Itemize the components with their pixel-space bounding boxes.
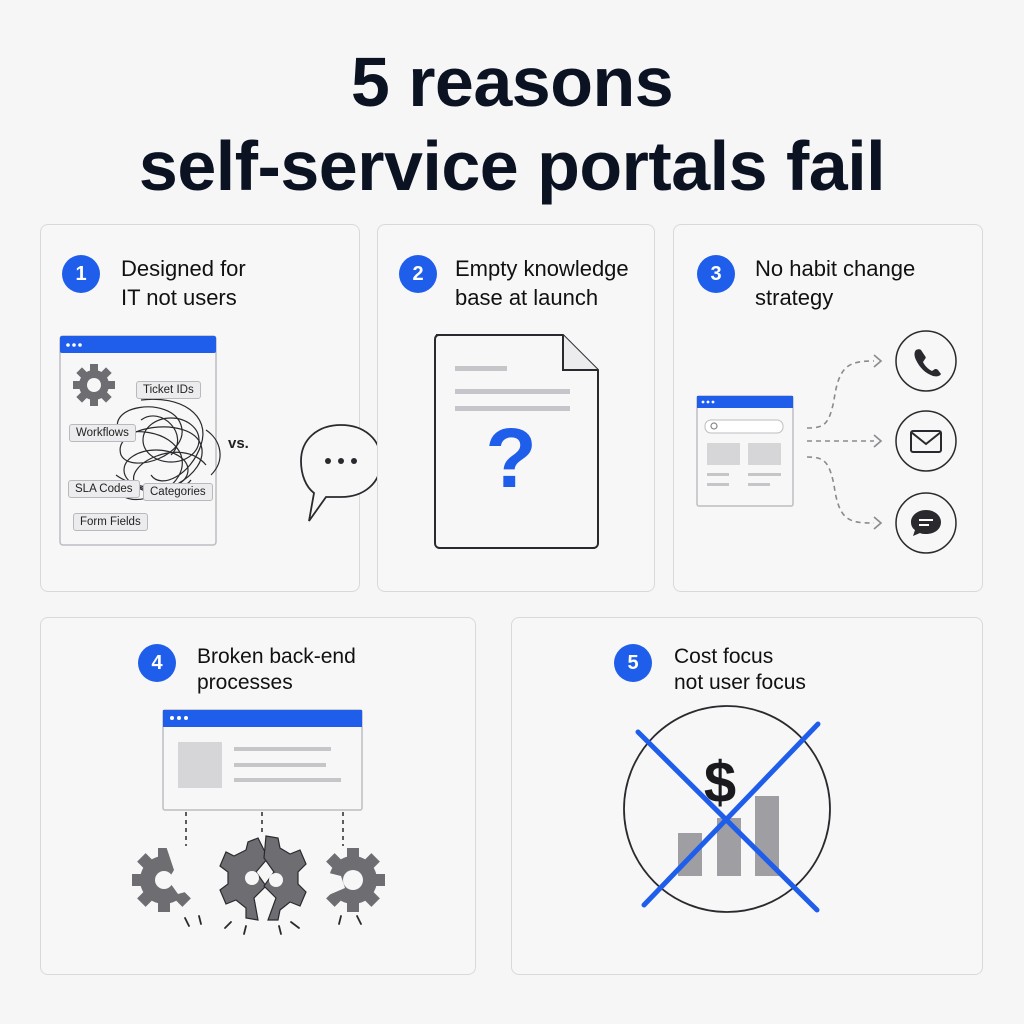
card-1-title-line-1: Designed for bbox=[121, 256, 246, 281]
card-5-title: Cost focus not user focus bbox=[674, 644, 806, 696]
card-4-title-line-1: Broken back-end bbox=[197, 645, 356, 668]
card-3-title-line-1: No habit change bbox=[755, 256, 916, 281]
card-4: 4 Broken back-end processes bbox=[40, 617, 476, 975]
card-1-number: 1 bbox=[62, 255, 100, 293]
card-4-title-line-2: processes bbox=[197, 671, 293, 694]
card-5-number: 5 bbox=[614, 644, 652, 682]
card-2-number: 2 bbox=[399, 255, 437, 293]
title-line-1: 5 reasons bbox=[350, 43, 674, 121]
cross-icon bbox=[635, 721, 821, 913]
tag-form-fields: Form Fields bbox=[73, 513, 148, 531]
card-5-title-line-2: not user focus bbox=[674, 671, 806, 694]
tag-ticket-ids: Ticket IDs bbox=[136, 381, 201, 399]
card-3-title-line-2: strategy bbox=[755, 285, 834, 310]
card-2-title: Empty knowledge base at launch bbox=[455, 254, 629, 312]
phone-icon bbox=[895, 330, 957, 392]
tag-sla-codes: SLA Codes bbox=[68, 480, 140, 498]
comparison-label: vs. bbox=[228, 435, 249, 452]
card-2-title-line-2: base at launch bbox=[455, 285, 599, 310]
cost-focus-illustration: $ bbox=[623, 705, 831, 913]
card-3-number: 3 bbox=[697, 255, 735, 293]
tag-workflows: Workflows bbox=[69, 424, 136, 442]
empty-document-icon: ? bbox=[434, 334, 599, 549]
card-1-title: Designed for IT not users bbox=[121, 254, 246, 312]
card-4-title: Broken back-end processes bbox=[197, 644, 356, 696]
channel-illustration bbox=[696, 330, 957, 554]
card-5-title-line-1: Cost focus bbox=[674, 645, 774, 668]
speech-bubble-icon bbox=[300, 424, 382, 522]
broken-gear-left-icon bbox=[132, 846, 200, 912]
card-2-title-line-1: Empty knowledge bbox=[455, 256, 629, 281]
complex-portal-illustration bbox=[59, 335, 382, 546]
card-1-title-line-2: IT not users bbox=[121, 285, 237, 310]
card-3: 3 No habit change strategy bbox=[673, 224, 983, 592]
broken-gear-center-icon bbox=[219, 835, 307, 921]
tag-categories: Categories bbox=[143, 483, 213, 501]
card-3-title: No habit change strategy bbox=[755, 254, 915, 312]
title-line-2: self-service portals fail bbox=[138, 127, 886, 205]
card-1: 1 Designed for IT not users bbox=[40, 224, 382, 592]
broken-gears-illustration bbox=[132, 709, 385, 935]
mail-icon bbox=[895, 410, 957, 472]
gear-icon bbox=[73, 364, 115, 406]
chat-icon bbox=[895, 492, 957, 554]
card-5: 5 Cost focus not user focus $ bbox=[511, 617, 983, 975]
page-title: 5 reasons self-service portals fail bbox=[0, 40, 1024, 208]
question-mark: ? bbox=[485, 411, 536, 505]
card-2: 2 Empty knowledge base at launch ? bbox=[377, 224, 655, 592]
card-4-number: 4 bbox=[138, 644, 176, 682]
broken-gear-right-icon bbox=[317, 848, 385, 912]
